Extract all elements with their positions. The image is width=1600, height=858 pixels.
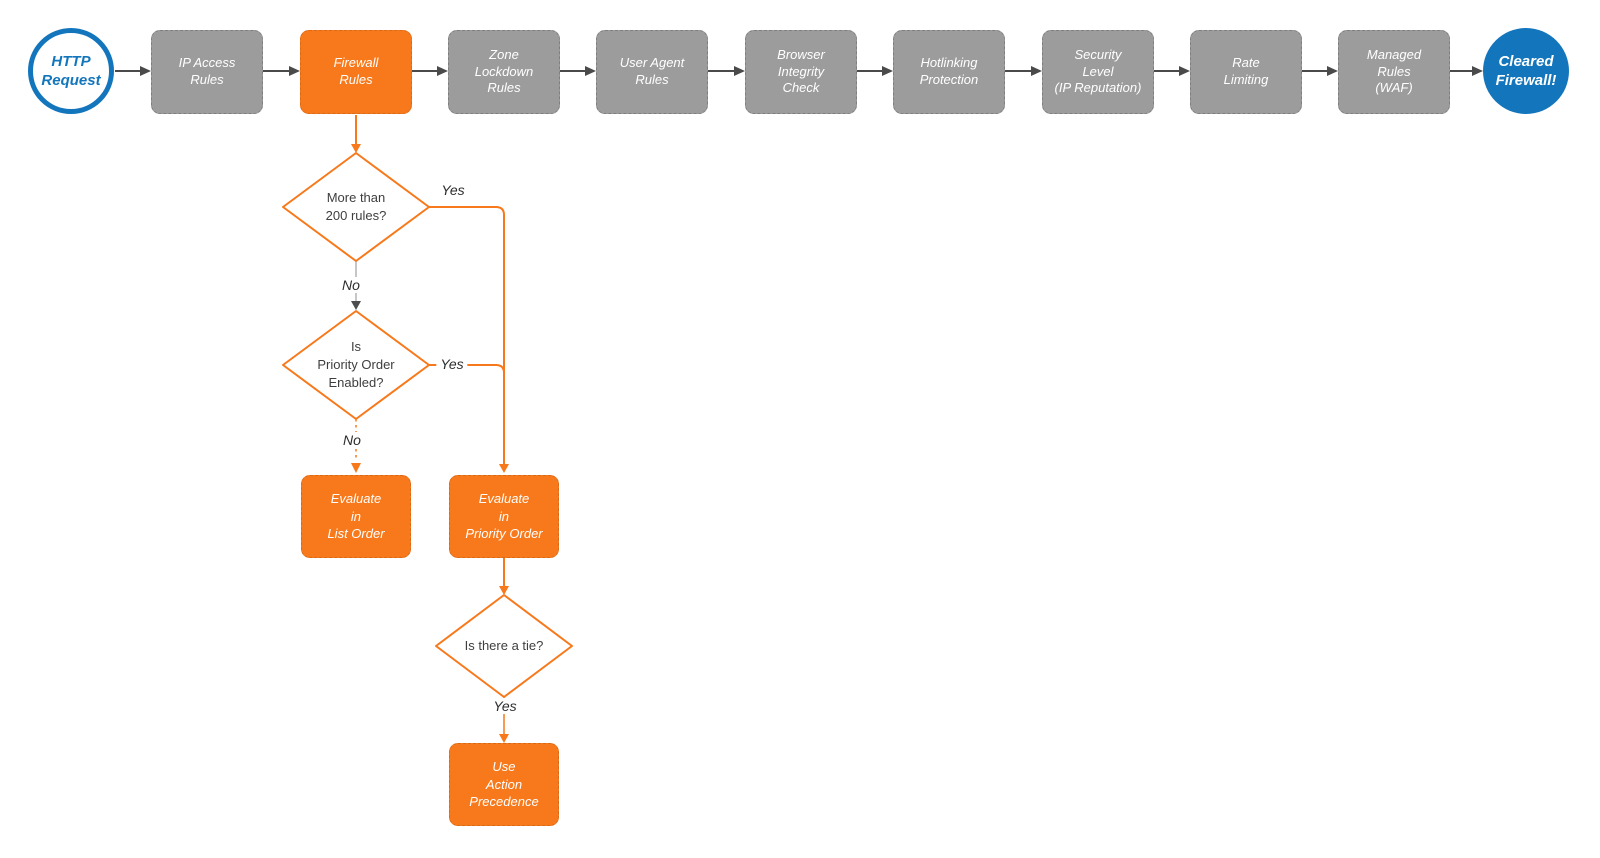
node-use-action-precedence-label: Use Action Precedence <box>469 759 539 810</box>
node-evaluate-in-priority-order-label: Evaluate in Priority Order <box>465 491 543 542</box>
arrow-rate-limiting-to-managed-rules <box>1302 66 1338 76</box>
arrow-managed-rules-to-cleared <box>1450 66 1483 76</box>
node-browser-integrity-check: Browser Integrity Check <box>745 30 857 114</box>
arrow-ip-access-to-firewall <box>263 66 300 76</box>
edge-label-decision1-no: No <box>338 277 364 293</box>
node-cleared-firewall-label: Cleared Firewall! <box>1495 52 1557 90</box>
node-zone-lockdown-rules: Zone Lockdown Rules <box>448 30 560 114</box>
node-user-agent-rules-label: User Agent Rules <box>619 55 685 87</box>
node-rate-limiting: Rate Limiting <box>1190 30 1302 114</box>
node-evaluate-in-list-order-label: Evaluate in List Order <box>327 491 385 542</box>
node-evaluate-in-list-order: Evaluate in List Order <box>301 475 411 558</box>
arrow-hotlinking-to-security-level <box>1005 66 1042 76</box>
node-ip-access-rules-label: IP Access Rules <box>178 55 236 87</box>
decision-more-than-200-rules-shape <box>282 152 430 262</box>
decision-is-there-a-tie: Is there a tie? <box>464 638 544 654</box>
decision-priority-order-enabled-shape <box>282 310 430 420</box>
node-security-level: Security Level (IP Reputation) <box>1042 30 1154 114</box>
decision-is-there-a-tie-shape <box>435 594 573 698</box>
node-evaluate-in-priority-order: Evaluate in Priority Order <box>449 475 559 558</box>
arrow-browser-integrity-to-hotlinking <box>857 66 893 76</box>
edge-label-decision1-yes: Yes <box>441 182 465 198</box>
edge-label-decision2-yes: Yes <box>436 356 468 372</box>
node-browser-integrity-check-label: Browser Integrity Check <box>777 46 825 96</box>
node-use-action-precedence: Use Action Precedence <box>449 743 559 826</box>
edge-label-decision3-yes: Yes <box>489 698 521 714</box>
node-zone-lockdown-rules-label: Zone Lockdown Rules <box>474 46 534 96</box>
connector-firewall-to-decision1 <box>351 115 361 153</box>
top-row-arrows <box>115 66 1483 76</box>
arrow-http-to-ip-access <box>115 66 151 76</box>
node-http-request-label: HTTP Request <box>41 52 101 90</box>
arrow-user-agent-to-browser-integrity <box>708 66 745 76</box>
node-managed-rules-waf: Managed Rules (WAF) <box>1338 30 1450 114</box>
node-http-request: HTTP Request <box>28 28 114 114</box>
branch-connectors <box>351 115 509 743</box>
node-ip-access-rules: IP Access Rules <box>151 30 263 114</box>
edge-label-decision2-no: No <box>339 432 365 448</box>
node-managed-rules-waf-label: Managed Rules (WAF) <box>1366 46 1422 96</box>
node-hotlinking-protection: Hotlinking Protection <box>893 30 1005 114</box>
decision-priority-order-enabled: Is Priority Order Enabled? <box>317 339 395 390</box>
node-cleared-firewall: Cleared Firewall! <box>1483 28 1569 114</box>
arrow-zone-lockdown-to-user-agent <box>560 66 596 76</box>
arrow-firewall-to-zone-lockdown <box>412 66 448 76</box>
node-user-agent-rules: User Agent Rules <box>596 30 708 114</box>
connector-decision2-no-to-list <box>351 419 361 473</box>
arrow-security-level-to-rate-limiting <box>1154 66 1190 76</box>
node-hotlinking-protection-label: Hotlinking Protection <box>919 55 979 87</box>
connector-decision2-yes-merge <box>429 364 505 374</box>
node-security-level-label: Security Level (IP Reputation) <box>1054 46 1142 96</box>
connector-decision1-yes-to-priority <box>429 206 509 473</box>
connector-priority-to-decision3 <box>499 558 509 595</box>
node-firewall-rules-label: Firewall Rules <box>333 55 379 87</box>
decision-more-than-200-rules: More than 200 rules? <box>325 190 387 223</box>
node-rate-limiting-label: Rate Limiting <box>1223 55 1269 87</box>
node-firewall-rules: Firewall Rules <box>300 30 412 114</box>
